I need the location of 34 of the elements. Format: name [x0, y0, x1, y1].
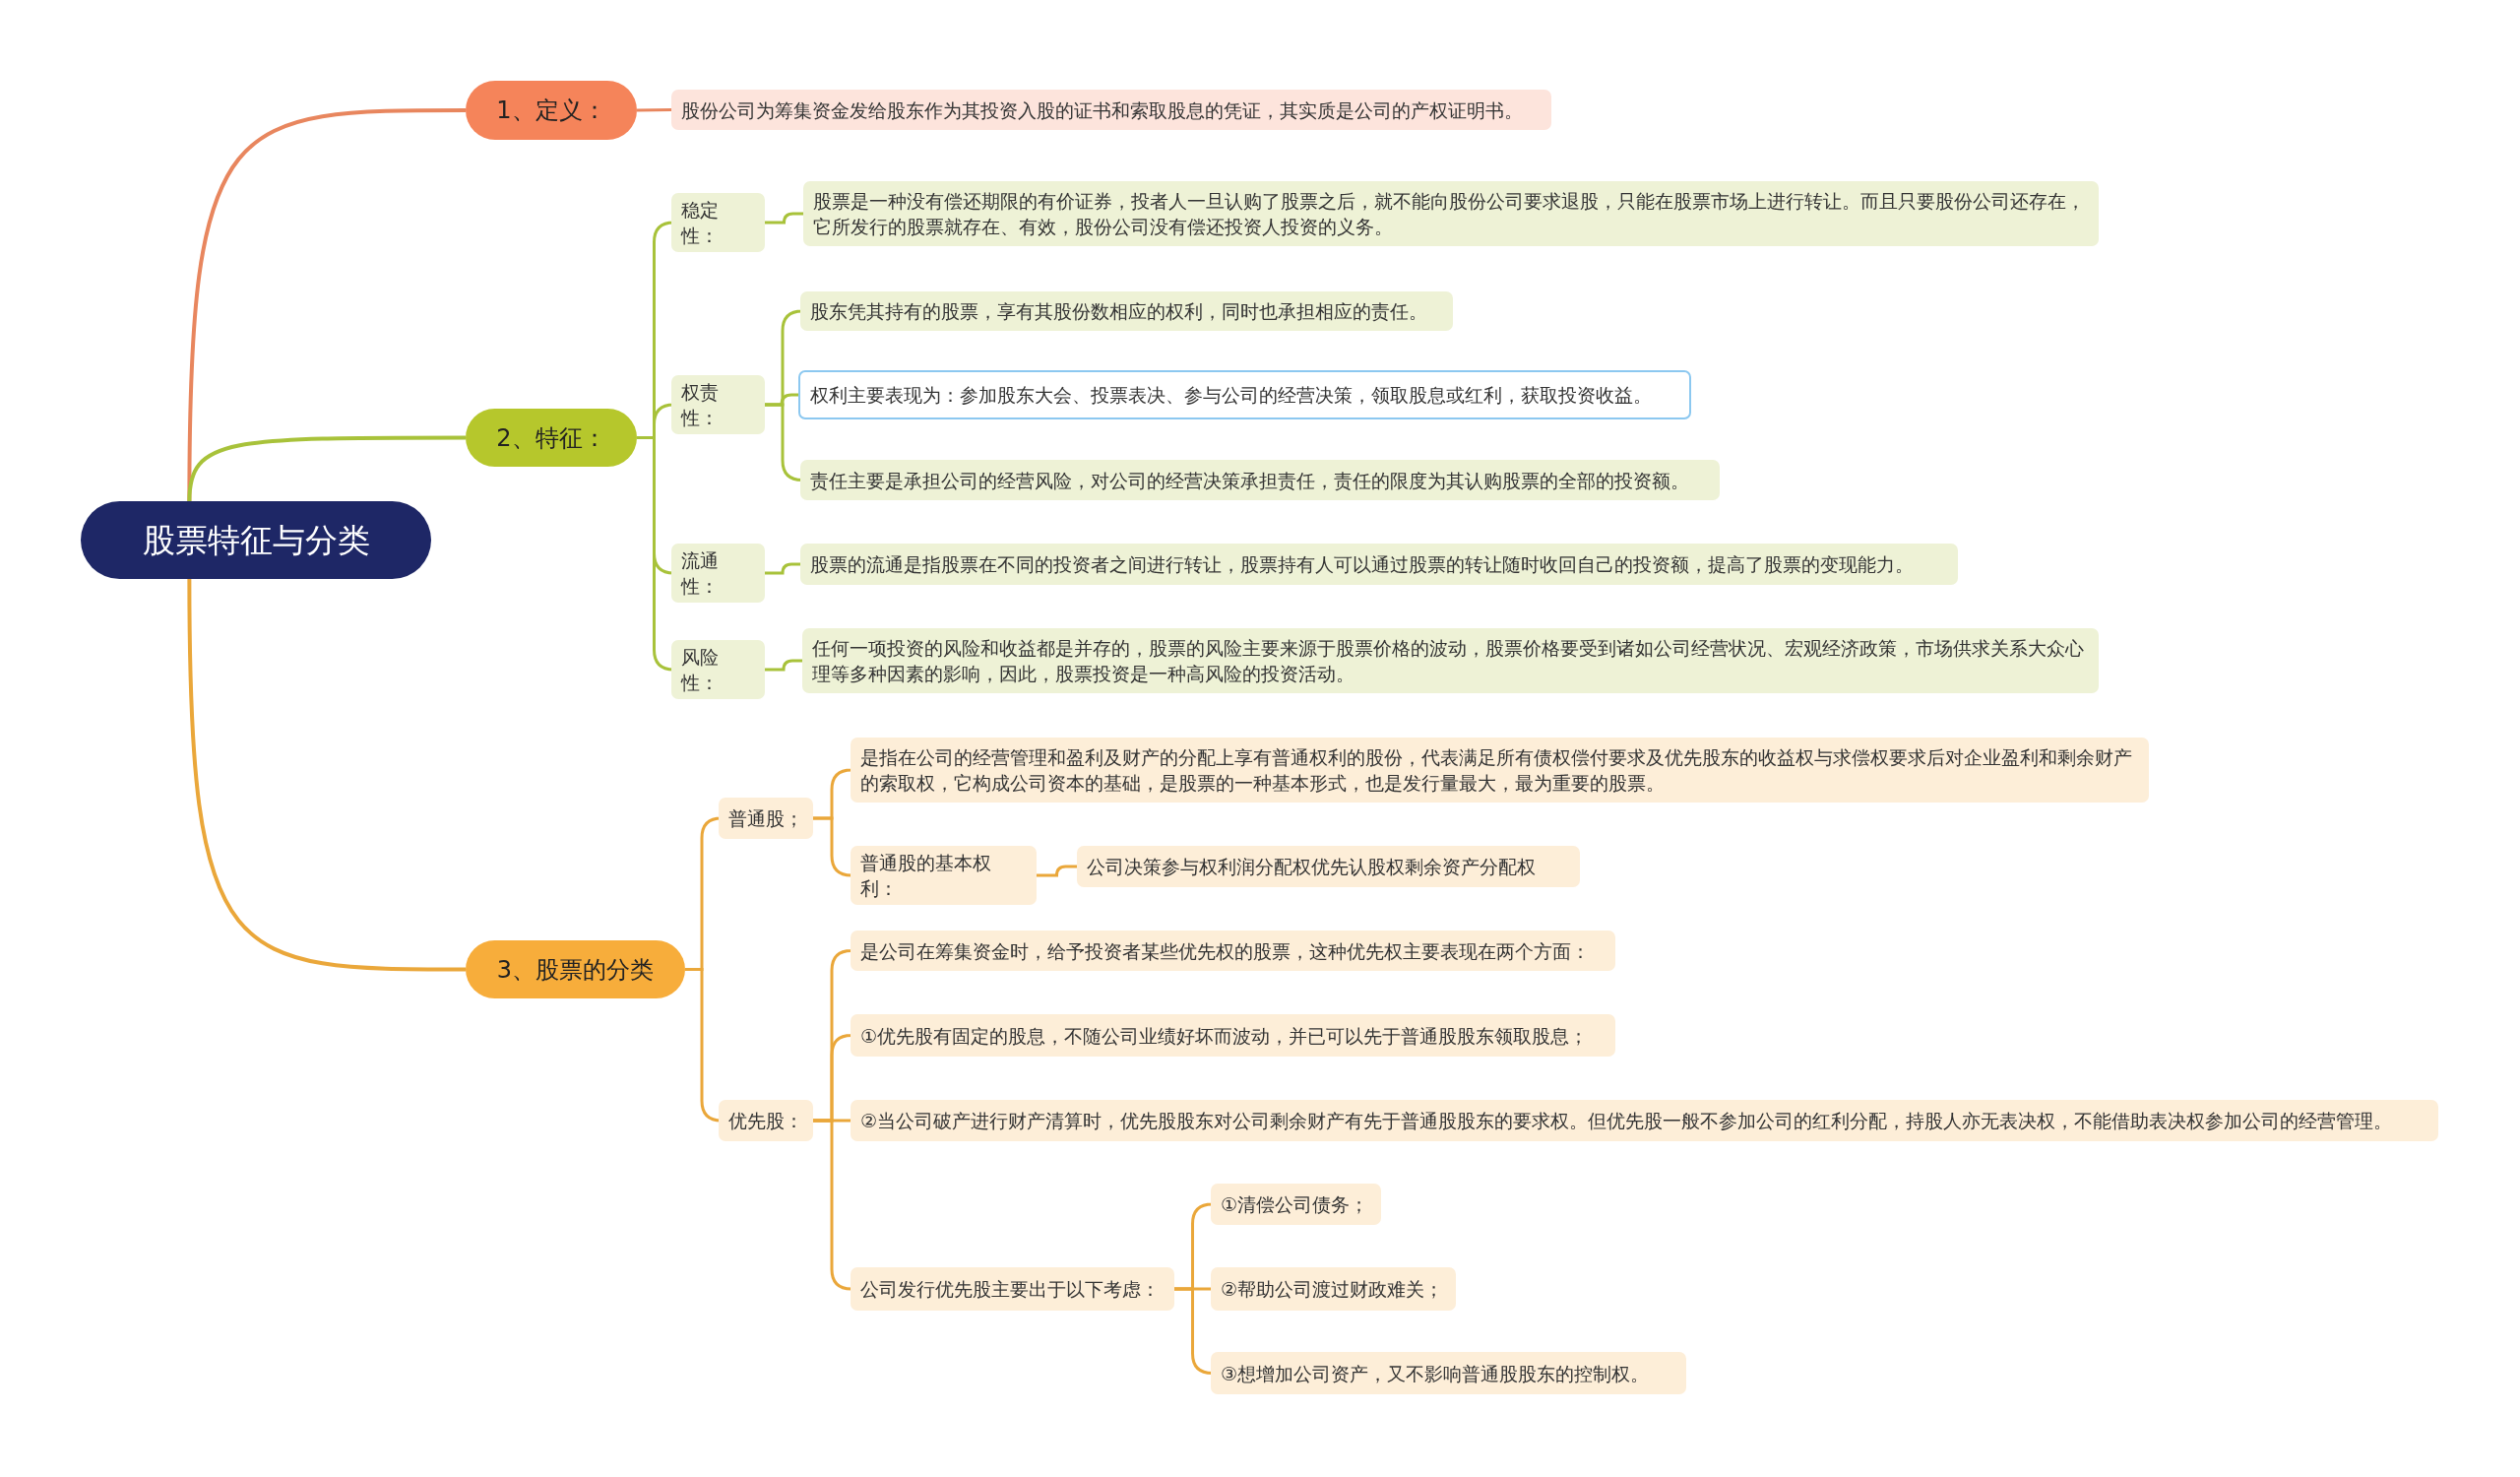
- branch-line: [765, 562, 800, 575]
- branch-line: [187, 579, 466, 972]
- note-box: ①清偿公司债务；: [1211, 1184, 1381, 1225]
- note-box: 权利主要表现为：参加股东大会、投票表决、参与公司的经营决策，领取股息或红利，获取投资收益。: [798, 370, 1691, 419]
- note-box: 股票是一种没有偿还期限的有价证券，投者人一旦认购了股票之后，就不能向股份公司要求退股，只能在股票市场上进行转让。而且只要股份公司还存在，它所发行的股票就存在、有效，股份公司没有偿还投资人投资的义务。: [803, 181, 2099, 246]
- branch-topic: 2、特征：: [466, 409, 637, 467]
- note-box: ②帮助公司渡过财政难关；: [1211, 1267, 1456, 1311]
- branch-line: [636, 108, 672, 112]
- note-box: ②当公司破产进行财产清算时，优先股股东对公司剩余财产有先于普通股股东的要求权。但优先股一般不参加公司的红利分配，持股人亦无表决权，不能借助表决权参加公司的经营管理。: [850, 1100, 2438, 1141]
- central-topic: 股票特征与分类: [81, 501, 431, 579]
- subtopic-box: 公司发行优先股主要出于以下考虑：: [850, 1267, 1174, 1311]
- note-box: 任何一项投资的风险和收益都是并存的，股票的风险主要来源于股票价格的波动，股票价格要受到诸如公司经营状况、宏观经济政策，市场供求关系大众心理等多种因素的影响，因此，股票投资是一种高风险的投资活动。: [802, 628, 2099, 693]
- subtopic-box: 普通股的基本权利：: [850, 846, 1037, 905]
- branch-line: [765, 659, 802, 672]
- note-box: 公司决策参与权利润分配权优先认股权剩余资产分配权: [1077, 846, 1580, 887]
- note-box: 股东凭其持有的股票，享有其股份数相应的权利，同时也承担相应的责任。: [800, 291, 1453, 331]
- branch-topic: 1、定义：: [466, 81, 637, 140]
- note-box: ③想增加公司资产，又不影响普通股股东的控制权。: [1211, 1352, 1686, 1394]
- note-box: 股票的流通是指股票在不同的投资者之间进行转让，股票持有人可以通过股票的转让随时收回自己的投资额，提高了股票的变现能力。: [800, 544, 1958, 585]
- branch-topic: 3、股票的分类: [466, 940, 685, 998]
- branch-line: [1037, 865, 1077, 877]
- branch-line: [765, 212, 803, 225]
- note-box: ①优先股有固定的股息，不随公司业绩好坏而波动，并已可以先于普通股股东领取股息；: [850, 1014, 1615, 1057]
- branch-line: [187, 435, 466, 502]
- subtopic-box: 普通股；: [719, 798, 813, 839]
- subtopic-box: 风险性：: [671, 640, 765, 699]
- subtopic-box: 稳定性：: [671, 193, 765, 252]
- subtopic-box: 流通性：: [671, 544, 765, 603]
- note-box: 是公司在筹集资金时，给予投资者某些优先权的股票，这种优先权主要表现在两个方面：: [850, 931, 1615, 971]
- note-box: 股份公司为筹集资金发给股东作为其投资入股的证书和索取股息的凭证，其实质是公司的产权证明书。: [671, 90, 1551, 130]
- subtopic-box: 优先股：: [719, 1100, 813, 1141]
- note-box: 是指在公司的经营管理和盈利及财产的分配上享有普通权利的股份，代表满足所有债权偿付要求及优先股东的收益权与求偿权要求后对企业盈利和剩余财产的索取权，它构成公司资本的基础，是股票的一种基本形式，也是发行量最大，最为重要的股票。: [850, 738, 2149, 803]
- subtopic-box: 权责性：: [671, 375, 765, 434]
- note-box: 责任主要是承担公司的经营风险，对公司的经营决策承担责任，责任的限度为其认购股票的全部的投资额。: [800, 460, 1720, 500]
